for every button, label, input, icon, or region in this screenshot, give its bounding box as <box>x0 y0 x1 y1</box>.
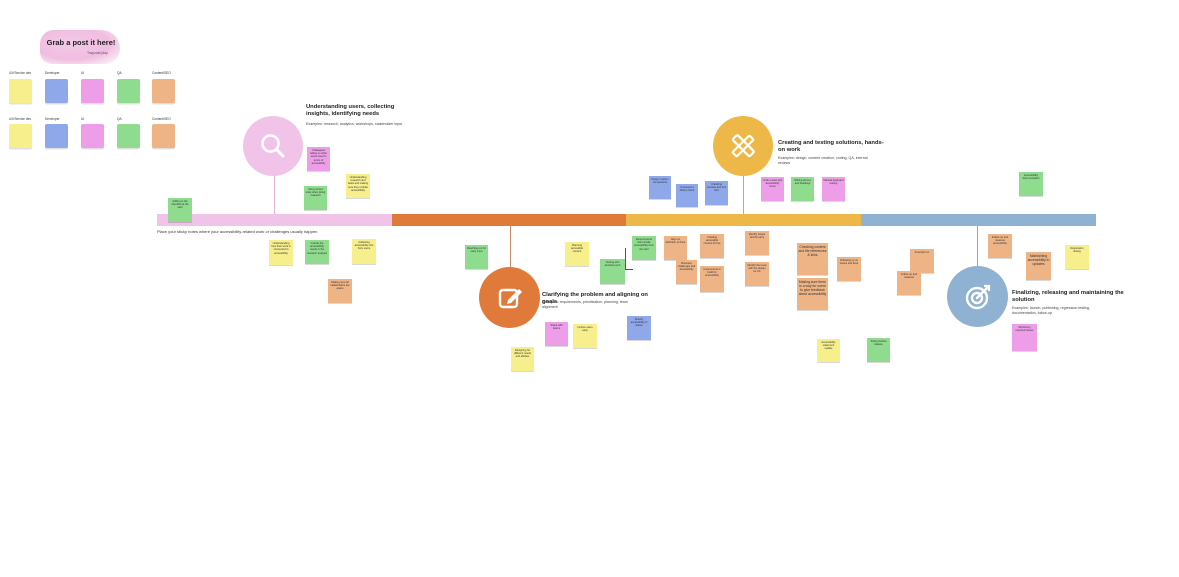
phase-clarify-title: Clarifying the problem and aligning on g… <box>542 292 648 305</box>
sticky-note[interactable]: Component library check <box>676 184 698 207</box>
sticky-note[interactable]: Specify accessibility in tickets <box>627 316 651 340</box>
legend-label: QA <box>117 117 122 121</box>
phase-create-subtitle: Examples: design, content creation, codi… <box>778 156 868 165</box>
phase-create-title: Creating and testing solutions, hands-on… <box>778 140 884 153</box>
postit-pad-pink[interactable] <box>81 79 104 103</box>
sticky-note[interactable]: Following up on issues and fixes <box>837 257 861 281</box>
phase-create-circle <box>713 116 773 176</box>
sticky-note[interactable]: Maintaining accessibility in updates <box>1026 252 1051 280</box>
phase-finalize-circle <box>947 266 1008 327</box>
grab-postit-blob <box>40 30 120 64</box>
sticky-note[interactable]: Identify the issue with the design for U… <box>745 262 769 286</box>
legend-label: Content/SEO <box>152 71 171 75</box>
sticky-note[interactable]: Checking contrast and font size <box>705 181 728 205</box>
phase-understand-subtitle: Examples: research, analytics, workshops… <box>306 122 403 126</box>
sticky-note[interactable]: Regression testing <box>1065 245 1089 269</box>
legend-label: Content/SEO <box>152 117 171 121</box>
sticky-note[interactable]: Colleagues telling us what users need in… <box>307 147 330 171</box>
sticky-note[interactable]: Testing with assistive tech <box>600 259 625 284</box>
sticky-note[interactable]: Using correct tools when doing research <box>304 186 327 210</box>
phase-clarify-subtitle: Examples: requirements, prioritization, … <box>542 300 628 309</box>
pencil-ruler-icon <box>731 134 755 158</box>
phase-stem <box>510 226 511 270</box>
phase-clarify-circle <box>479 267 540 328</box>
sticky-note[interactable]: Business challenges and accessibility <box>676 260 697 284</box>
sticky-note[interactable]: Designing for different needs and abilit… <box>511 347 534 371</box>
legend-label: Developer <box>45 71 60 75</box>
postit-pad-pink[interactable] <box>81 124 104 148</box>
postit-pad-orange[interactable] <box>152 79 175 103</box>
sticky-note[interactable]: Final QA run <box>910 249 934 273</box>
postit-pad-orange[interactable] <box>152 124 175 148</box>
phase-stem <box>274 172 275 214</box>
sticky-note[interactable]: Involve users early <box>573 324 597 348</box>
phase-understand-circle <box>243 116 303 176</box>
edit-icon <box>498 288 522 308</box>
target-icon <box>965 284 990 309</box>
sticky-note big[interactable]: Creating accessible content for live <box>700 234 724 258</box>
legend-label: Developer <box>45 117 60 121</box>
note-connector <box>625 248 633 270</box>
timeline-segment-finalize <box>861 214 1096 226</box>
legend-label: UI <box>81 117 85 121</box>
sticky-note[interactable]: Share with teams <box>545 322 568 346</box>
phase-finalize-subtitle: Examples: launch, publishing, regression… <box>1012 306 1090 315</box>
sticky-note[interactable]: Making sure there is a way for users to … <box>797 278 828 310</box>
timeline-segment-understand <box>157 214 392 226</box>
timeline-instruction: Place your sticky notes where your acces… <box>157 229 318 234</box>
sticky-note[interactable]: Design system components <box>649 176 671 199</box>
page-title: Grab a post it here! <box>46 38 116 47</box>
phase-finalize-title: Finalizing, releasing and maintaining th… <box>1012 290 1124 303</box>
title-tag: Trapzoid play <box>87 51 108 55</box>
sticky-note[interactable]: Components to build for accessibility <box>700 266 724 292</box>
postit-pad-yellow[interactable] <box>9 124 32 148</box>
phase-understand-title: Understanding users, collecting insights… <box>306 104 395 117</box>
sticky-note[interactable]: Include the accessibility needs in the r… <box>305 240 329 264</box>
sticky-note[interactable]: Testing before release <box>867 338 890 362</box>
postit-pad-blue[interactable] <box>45 79 68 103</box>
legend-label: QA <box>117 71 122 75</box>
sticky-note[interactable]: Checking content and file references & l… <box>797 243 828 275</box>
legend-label: UX/Service des <box>9 71 31 75</box>
sticky-note[interactable]: Writing alt text and headings <box>791 177 814 201</box>
postit-pad-green[interactable] <box>117 79 140 103</box>
sticky-note[interactable]: Align on definition of done <box>664 236 687 260</box>
legend-label: UI <box>81 71 85 75</box>
sticky-note[interactable]: Accessibility documentation <box>1019 172 1043 196</box>
sticky-note[interactable]: Code review with accessibility focus <box>761 177 784 201</box>
sticky-note[interactable]: Collecting accessibility info from users <box>352 239 376 264</box>
postit-pad-yellow[interactable] <box>9 79 32 103</box>
sticky-note[interactable]: Planning accessible content <box>565 242 589 266</box>
timeline-segment-clarify <box>392 214 626 226</box>
postit-pad-blue[interactable] <box>45 124 68 148</box>
legend-label: UX/Service des <box>9 117 31 121</box>
sticky-note[interactable]: Monitoring reported issues <box>1012 324 1037 351</box>
sticky-note[interactable]: Identify issues and fix early <box>745 231 769 255</box>
sticky-note[interactable]: Accessibility statement update <box>817 339 840 362</box>
postit-pad-green[interactable] <box>117 124 140 148</box>
sticky-note[interactable]: Understanding how their work is connecte… <box>269 240 293 265</box>
search-icon <box>261 134 285 158</box>
sticky-note[interactable]: Making sure all stakeholders are aware <box>328 279 352 303</box>
sticky-note[interactable]: Follow up and measure accessibility <box>988 234 1012 258</box>
sticky-note[interactable]: Adding to the checklist at the start <box>168 198 192 222</box>
sticky-note[interactable]: Requirements that include accessibility … <box>632 236 656 260</box>
phase-stem <box>977 226 978 268</box>
sticky-note[interactable]: Manual keyboard testing <box>822 177 845 201</box>
sticky-note[interactable]: Follow up and measure <box>897 271 921 295</box>
timeline-segment-create <box>626 214 861 226</box>
sticky-note[interactable]: Reaching out for early input <box>465 245 488 269</box>
phase-stem <box>743 174 744 214</box>
sticky-note[interactable]: Understanding research and tasks and mak… <box>346 174 370 198</box>
